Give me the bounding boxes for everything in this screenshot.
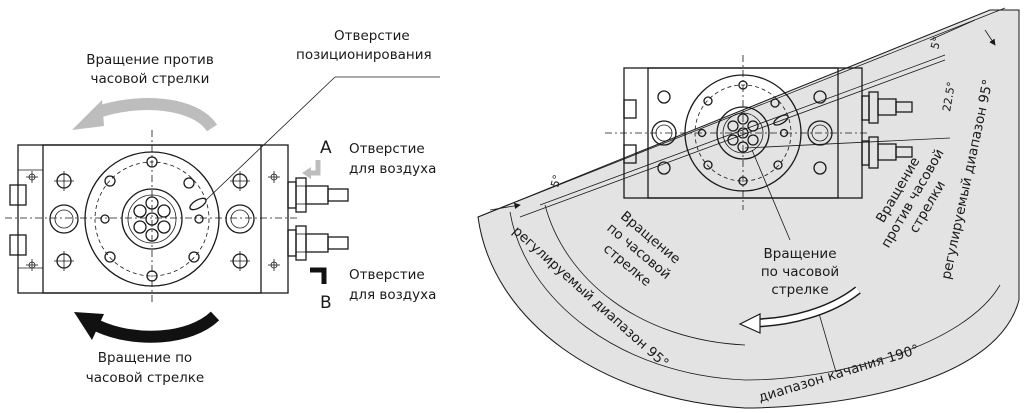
positioning-hole-label-line2: позиционирования (296, 47, 432, 63)
left-end-notch-bottom (9, 234, 27, 256)
ccw-label-line1: Вращение против (86, 52, 214, 68)
angle-5-left: 5° (548, 173, 564, 188)
port-a-label-line1: Отверстие (349, 141, 425, 157)
right-outer-disc (684, 74, 802, 192)
left-actuator-view (5, 76, 440, 343)
sector-inner-arc (509, 211, 1001, 381)
left-air-fitting-a (287, 177, 349, 213)
port-a-letter: A (320, 138, 332, 158)
center-label-leader (751, 149, 791, 241)
ccw-label-line2: часовой стрелки (91, 71, 210, 87)
right-actuator-view (605, 55, 913, 210)
port-a-arrow (308, 160, 321, 176)
right-air-fittings (861, 91, 913, 169)
cw-center-label-line3: стрелке (771, 282, 828, 298)
right-corner-holes (651, 90, 833, 175)
right-center-pins (727, 113, 759, 153)
port-a-label-line2: для воздуха (349, 161, 436, 177)
cw-rotation-arrow (95, 311, 220, 343)
angle-22-5: 22.5° (940, 81, 958, 113)
cw-label-line1: Вращение по (98, 350, 192, 366)
left-bolt-holes (100, 156, 204, 282)
left-air-fitting-b (287, 225, 349, 261)
left-bolt-circle (94, 161, 210, 277)
left-side-markers (26, 171, 280, 271)
cw-center-label-line1: Вращение (763, 246, 836, 262)
sector-cw-arrow (754, 287, 860, 326)
cw-center-label-line2: по часовой (761, 264, 839, 280)
port-b-label-line2: для воздуха (349, 287, 436, 303)
angle-5-top: 5° (928, 35, 944, 50)
ccw-rotation-arrow (96, 98, 218, 132)
right-body (647, 67, 839, 199)
left-labels: Вращение против часовой стрелки Вращение… (86, 28, 437, 386)
cw-label-line2: часовой стрелке (86, 370, 204, 386)
angle-line-upper (477, 7, 1006, 218)
port-b-label-line1: Отверстие (349, 267, 425, 283)
positioning-leader-line (205, 76, 336, 201)
positioning-hole-label-line1: Отверстие (334, 28, 410, 44)
left-corner-holes (49, 171, 255, 271)
port-b-arrow (310, 267, 327, 284)
positioning-hole (189, 197, 207, 211)
port-b-letter: B (320, 293, 332, 313)
left-end-notch-top (9, 184, 27, 206)
left-center-pins (133, 196, 171, 242)
swing-range-sector (477, 9, 1020, 409)
left-inner-boss (121, 188, 183, 250)
right-bolt-holes (697, 80, 789, 186)
left-outer-disc (84, 151, 220, 287)
